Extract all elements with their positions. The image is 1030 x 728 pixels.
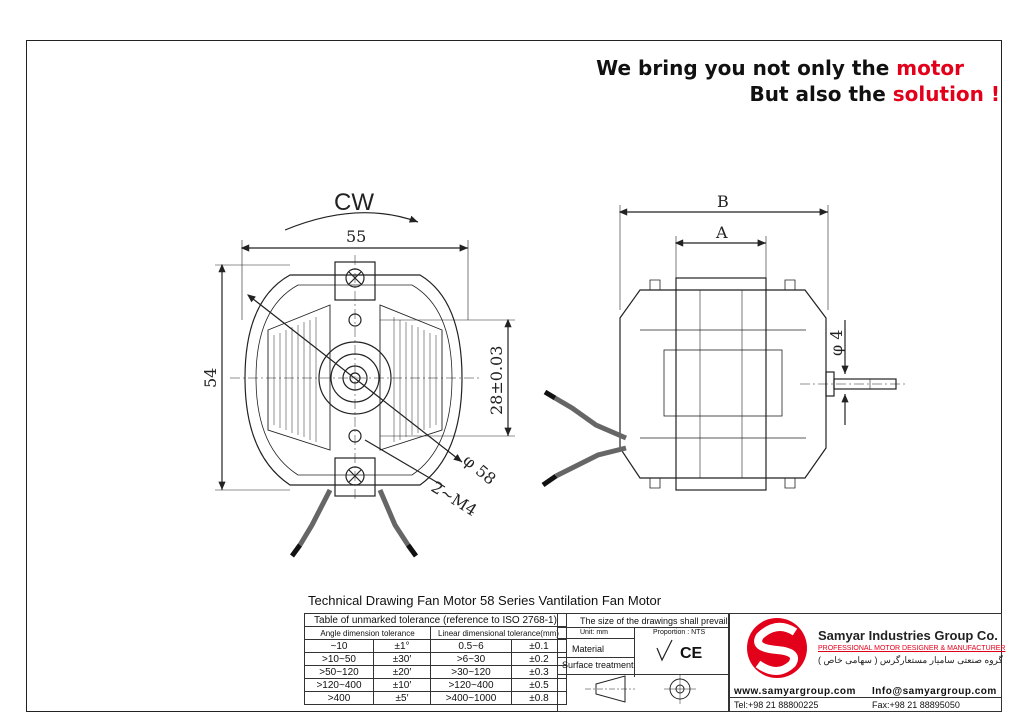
width-dim: 55	[346, 227, 366, 246]
dim-b: B	[717, 192, 729, 211]
unit-label: Unit: mm	[580, 629, 608, 636]
angle-header: Angle dimension tolerance	[304, 626, 431, 640]
company-subtitle: PROFESSIONAL MOTOR DESIGNER & MANUFACTUR…	[818, 645, 1006, 652]
roughness-icon	[656, 639, 673, 662]
samyar-logo-icon	[747, 618, 807, 678]
ce-mark: CE	[680, 645, 703, 662]
projection-symbol-icon	[585, 674, 696, 704]
fax: Fax:+98 21 88895050	[872, 700, 960, 710]
tolerance-table: Table of unmarked tolerance (reference t…	[304, 613, 567, 705]
email-link[interactable]: Info@samyargroup.com	[872, 686, 997, 697]
website-link[interactable]: www.samyargroup.com	[734, 686, 856, 697]
telephone: Tel:+98 21 88800225	[734, 700, 819, 710]
height-dim: 54	[201, 368, 220, 388]
company-name-fa: گروه صنعتی سامیار مستعارگرس ( سهامی خاص …	[818, 655, 1003, 665]
dim-a: A	[715, 223, 728, 242]
table-row: ~10±1°0.5~6±0.1	[304, 639, 567, 653]
front-view: CW 55 54	[201, 189, 515, 558]
table-row: >10~50±30′>6~30±0.2	[304, 652, 567, 666]
side-view: B A φ 4	[541, 192, 905, 491]
hole-spacing-dim: 28±0.03	[487, 346, 506, 415]
shaft-dim: φ 4	[827, 330, 846, 356]
rotation-label: CW	[334, 189, 374, 216]
table-row: >400±5′>400~1000±0.8	[304, 691, 567, 705]
drawing-title: Technical Drawing Fan Motor 58 Series Va…	[308, 593, 662, 608]
tolerance-header: Table of unmarked tolerance (reference t…	[304, 613, 567, 627]
rotation-arrow-icon	[284, 212, 419, 231]
screw-dim: 2~M4	[428, 477, 481, 520]
drawing-frame	[26, 40, 1002, 712]
table-row: >50~120±20′>30~120±0.3	[304, 665, 567, 679]
slogan-line-2: But also the solution !	[749, 82, 1000, 106]
company-block: Samyar Industries Group Co. PROFESSIONAL…	[729, 613, 1006, 712]
surface-label: Surface treatment	[562, 660, 634, 670]
diameter-dim: φ 58	[459, 451, 499, 489]
drawing-info-box: The size of the drawings shall prevail. …	[557, 613, 731, 712]
slogan-line-1: We bring you not only the motor	[596, 56, 964, 80]
linear-header: Linear dimensional tolerance(mm)	[430, 626, 567, 640]
table-row: >120~400±10′>120~400±0.5	[304, 678, 567, 692]
proportion-label: Proportion : NTS	[653, 629, 706, 636]
prevail-note: The size of the drawings shall prevail.	[580, 616, 731, 626]
company-name: Samyar Industries Group Co.	[818, 628, 998, 643]
material-label: Material	[572, 644, 605, 654]
